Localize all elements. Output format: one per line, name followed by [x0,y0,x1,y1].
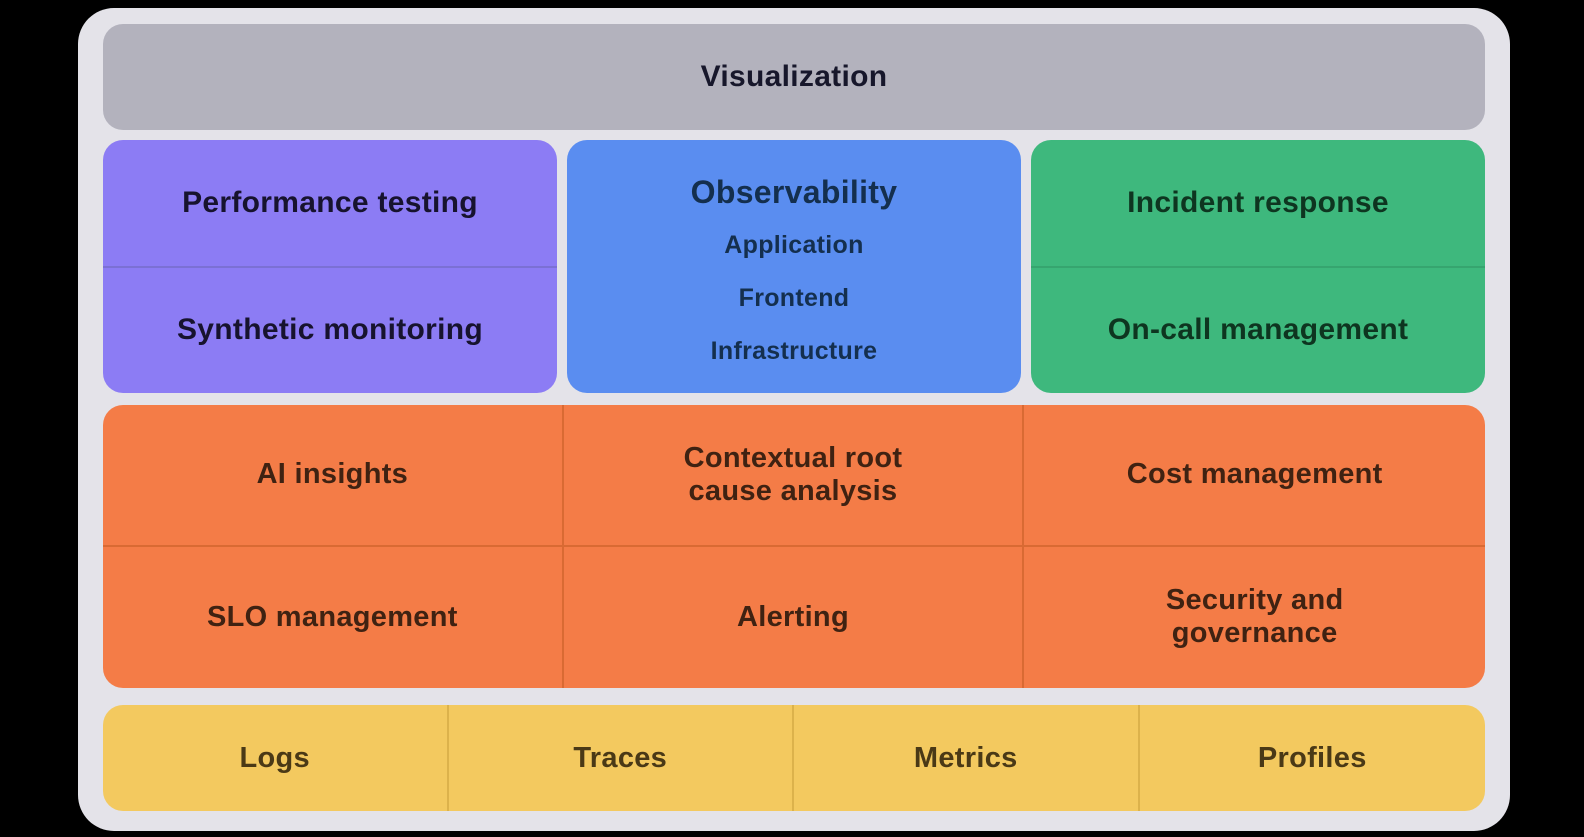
platform-diagram: Visualization Performance testing Synthe… [78,8,1510,831]
feature-cell-slo-management: SLO management [103,546,564,688]
logs-label: Logs [239,741,310,774]
testing-box: Performance testing Synthetic monitoring [103,140,557,393]
feature-cell-ai-insights: AI insights [103,405,564,547]
telemetry-cell-logs: Logs [103,705,449,811]
metrics-label: Metrics [913,741,1018,774]
visualization-label: Visualization [700,60,888,93]
telemetry-bar: Logs Traces Metrics Profiles [103,705,1485,811]
oncall-management-label: On-call management [1107,313,1409,347]
feature-cell-cost-management: Cost management [1024,405,1485,547]
alerting-label: Alerting [737,600,849,633]
feature-cell-root-cause: Contextual root cause analysis [563,405,1025,547]
observability-title: Observability [690,173,898,210]
telemetry-cell-profiles: Profiles [1140,705,1486,811]
slo-management-label: SLO management [206,600,458,633]
root-cause-label: Contextual root cause analysis [683,441,903,507]
observability-item-application: Application [724,230,864,259]
incident-box: Incident response On-call management [1031,140,1485,393]
incident-response-cell: Incident response [1031,140,1485,268]
capabilities-row: Performance testing Synthetic monitoring… [103,140,1485,393]
observability-item-frontend: Frontend [738,283,850,312]
traces-label: Traces [573,741,668,774]
performance-testing-cell: Performance testing [103,140,557,268]
incident-response-label: Incident response [1127,185,1389,219]
observability-box: Observability Application Frontend Infra… [567,140,1021,393]
profiles-label: Profiles [1257,741,1367,774]
security-governance-label: Security and governance [1165,584,1344,650]
telemetry-cell-traces: Traces [449,705,794,811]
synthetic-monitoring-cell: Synthetic monitoring [103,268,557,394]
synthetic-monitoring-label: Synthetic monitoring [177,313,483,347]
cost-management-label: Cost management [1126,458,1383,491]
performance-testing-label: Performance testing [182,185,478,219]
features-grid: AI insights Contextual root cause analys… [103,405,1485,688]
telemetry-cell-metrics: Metrics [794,705,1140,811]
feature-cell-alerting: Alerting [564,546,1025,688]
observability-item-infrastructure: Infrastructure [710,336,878,365]
oncall-management-cell: On-call management [1031,268,1485,394]
feature-cell-security-governance: Security and governance [1024,547,1485,689]
ai-insights-label: AI insights [256,458,409,491]
visualization-bar: Visualization [103,24,1485,130]
